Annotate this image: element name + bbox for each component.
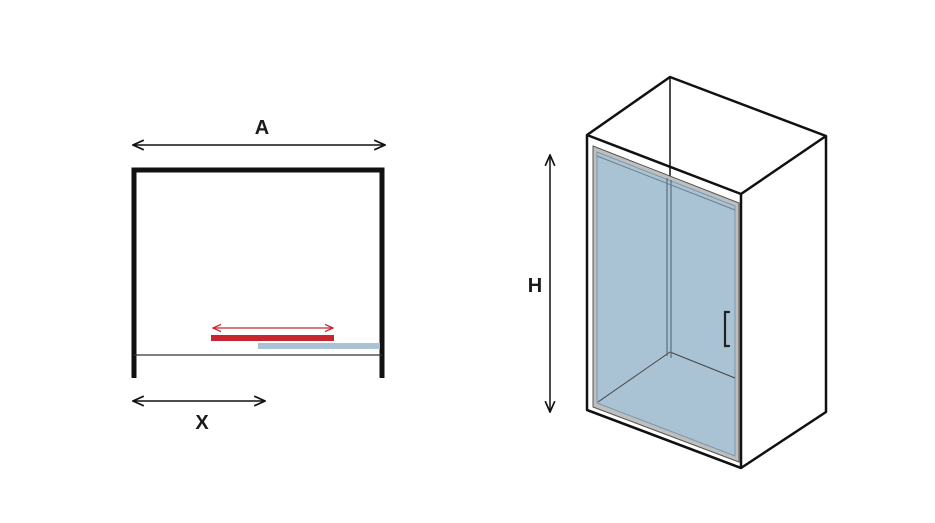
top-rail	[596, 155, 736, 211]
sliding-panel	[211, 335, 334, 341]
top-front-edge	[586, 133, 742, 196]
plan-view: A X	[131, 117, 385, 434]
shower-tray-edge	[586, 408, 742, 470]
isometric-view: H	[528, 75, 828, 470]
width-dimension-label: A	[255, 117, 269, 139]
fixed-panel	[258, 343, 380, 349]
floor-line-back	[669, 351, 736, 379]
plan-walls	[131, 167, 385, 378]
height-dimension-label: H	[528, 275, 542, 297]
opening-dimension-label: X	[195, 412, 209, 434]
glass-panel	[596, 151, 736, 457]
handle-icon	[723, 310, 731, 348]
top-side-edge	[740, 134, 827, 196]
floor-line-diagonal	[597, 351, 671, 403]
